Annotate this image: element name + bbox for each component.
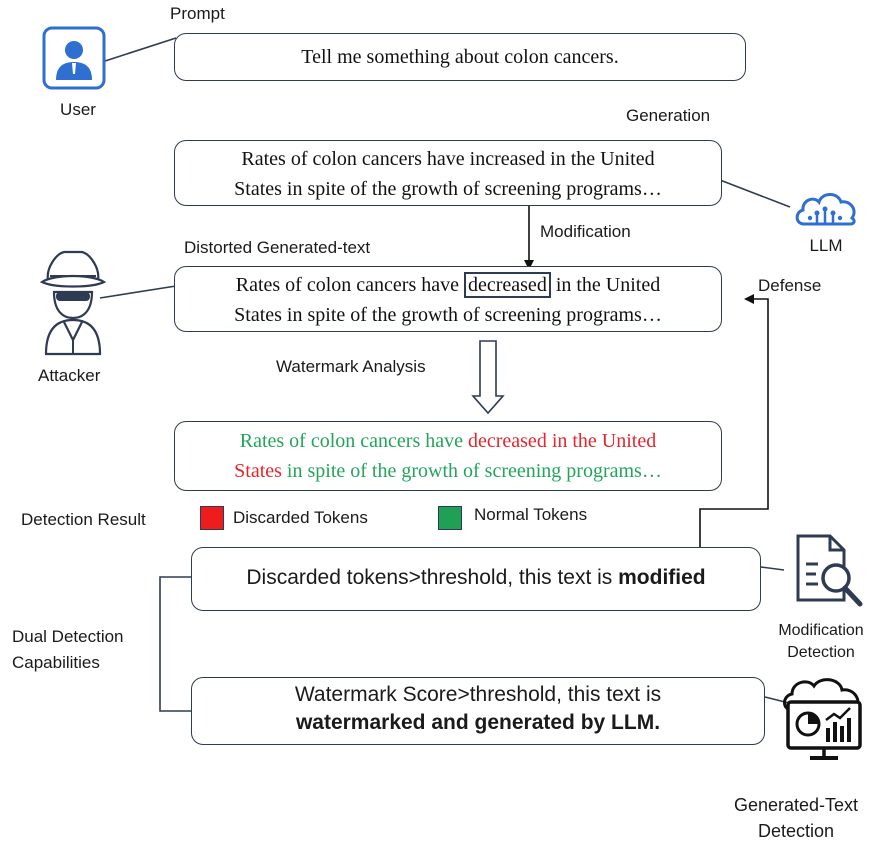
document-search-icon [790, 532, 870, 612]
dual-detection-line2: Capabilities [12, 653, 100, 672]
modification-label: Modification [540, 222, 631, 241]
watermark-result-bubble: Watermark Score>threshold, this text is … [191, 677, 765, 745]
analysis-line2-discarded: States [234, 460, 282, 482]
distorted-line1-after: in the United [550, 274, 661, 296]
cloud-monitor-chart-icon [778, 676, 870, 766]
discarded-legend-label: Discarded Tokens [233, 508, 368, 527]
analysis-line2-normal: in spite of the growth of screening prog… [281, 460, 662, 482]
analysis-line2: States in spite of the growth of screeni… [175, 456, 721, 486]
generation-line1: Rates of colon cancers have increased in… [241, 148, 655, 170]
spy-icon [39, 240, 107, 356]
modification-result-bold: modified [618, 566, 706, 589]
watermark-analysis-arrow [471, 340, 505, 415]
modification-result-bubble: Discarded tokens>threshold, this text is… [191, 547, 761, 611]
dual-detection-label: Dual Detection Capabilities [12, 624, 124, 676]
normal-legend-label: Normal Tokens [474, 505, 588, 524]
distorted-line2: States in spite of the growth of screeni… [234, 304, 662, 326]
cloud-network-icon [792, 188, 862, 234]
distorted-bubble: Rates of colon cancers have decreased in… [174, 266, 722, 332]
discarded-swatch [200, 506, 224, 530]
generation-line2: States in spite of the growth of screeni… [234, 178, 662, 200]
distorted-pointer [99, 285, 177, 299]
analysis-line1-normal: Rates of colon cancers have [239, 430, 468, 452]
attacker-label: Attacker [38, 366, 101, 385]
distorted-line1-before: Rates of colon cancers have [235, 274, 464, 296]
analysis-bubble: Rates of colon cancers have decreased in… [174, 421, 722, 491]
analysis-line1-discarded: decreased in the United [467, 430, 657, 452]
generation-label: Generation [626, 106, 711, 125]
legend-title: Detection Result [21, 510, 146, 529]
watermark-analysis-label: Watermark Analysis [276, 357, 426, 376]
modification-result-prefix: Discarded tokens>threshold, this text is [246, 566, 619, 589]
generated-text-detection-line2: Detection [757, 821, 835, 841]
defense-label: Defense [758, 276, 822, 295]
modification-detection-pointer [760, 566, 785, 571]
distorted-label: Distorted Generated-text [184, 238, 371, 257]
dual-bracket [159, 576, 191, 712]
user-icon [42, 26, 106, 90]
watermark-result-line1: Watermark Score>threshold, this text is [294, 683, 662, 706]
highlighted-word: decreased [463, 272, 551, 298]
prompt-text: Tell me something about colon cancers. [301, 46, 619, 68]
modification-detection-line1: Modification [778, 622, 864, 639]
prompt-label: Prompt [170, 4, 225, 23]
user-label: User [60, 100, 96, 119]
generated-text-detection-label: Generated-Text Detection [716, 792, 876, 844]
prompt-bubble: Tell me something about colon cancers. [174, 33, 746, 81]
distorted-line1: Rates of colon cancers have decreased in… [175, 270, 721, 300]
defense-arrow [699, 294, 769, 560]
modification-result-text: Discarded tokens>threshold, this text is… [192, 566, 760, 590]
generation-bubble: Rates of colon cancers have increased in… [174, 140, 722, 206]
generated-text-detection-line1: Generated-Text [733, 795, 859, 815]
analysis-line1: Rates of colon cancers have decreased in… [175, 426, 721, 456]
watermark-result-line2: watermarked and generated by LLM. [295, 711, 661, 734]
modification-detection-label: Modification Detection [756, 620, 881, 664]
llm-label: LLM [809, 236, 843, 255]
prompt-pointer [101, 37, 177, 63]
modification-detection-line2: Detection [787, 644, 855, 661]
dual-detection-line1: Dual Detection [12, 627, 124, 646]
generation-pointer [719, 179, 791, 208]
normal-swatch [438, 506, 462, 530]
